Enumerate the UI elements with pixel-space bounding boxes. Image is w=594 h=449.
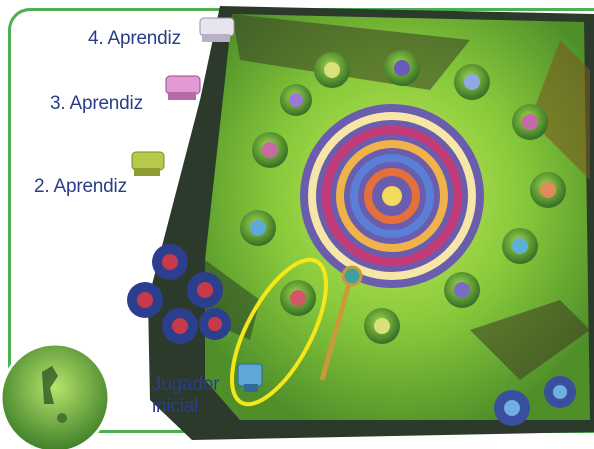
start-player-label: Jugador inicial bbox=[152, 374, 219, 418]
central-vortex bbox=[300, 104, 484, 288]
start-player-line1: Jugador bbox=[152, 374, 219, 396]
apprentice-4-label: 4. Aprendiz bbox=[88, 28, 181, 50]
start-player-line2: inicial bbox=[152, 396, 219, 418]
apprentice-2-label: 2. Aprendiz bbox=[34, 176, 127, 198]
apprentice-3-label: 3. Aprendiz bbox=[50, 93, 143, 115]
corner-token bbox=[1, 344, 109, 449]
